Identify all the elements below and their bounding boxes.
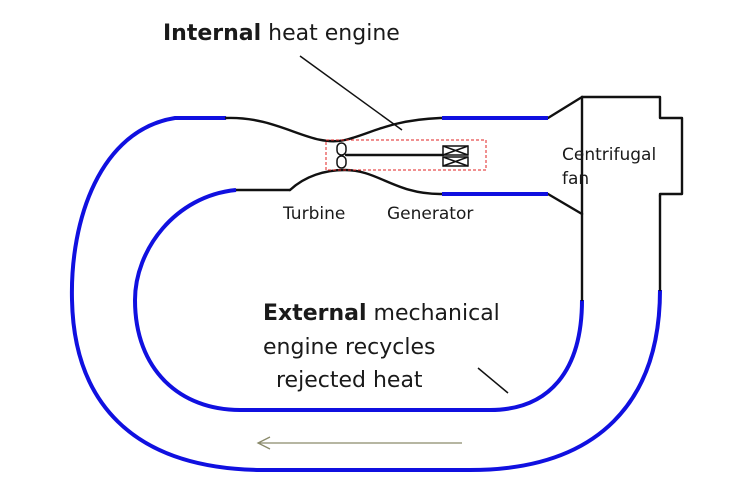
generator-label: Generator — [387, 204, 473, 224]
fan-label-line1: Centrifugal — [562, 145, 656, 165]
generator-unit — [442, 145, 469, 167]
internal-heat-engine-duct — [224, 95, 584, 216]
venturi-bottom-wall — [288, 168, 584, 216]
external-label-line2: engine recycles — [263, 335, 435, 360]
external-pointer-line — [477, 367, 509, 394]
outer-loop-blue-arc — [69, 116, 662, 472]
inner-duct-loop — [132, 188, 584, 412]
venturi-top-wall — [224, 95, 584, 143]
turbine-label: Turbine — [282, 204, 345, 224]
outer-duct-loop — [69, 116, 662, 472]
flow-direction-arrow — [256, 436, 462, 450]
title-pointer-line — [299, 55, 403, 131]
fan-housing-outline — [580, 95, 684, 198]
external-label-line1: External mechanical — [263, 301, 500, 326]
centrifugal-fan-housing — [580, 95, 684, 216]
inner-loop-blue-arc — [132, 188, 584, 412]
external-label-line3: rejected heat — [276, 368, 423, 393]
turbine-generator-highlight-box — [325, 139, 487, 171]
turbine-rotor — [336, 142, 347, 169]
diagram-title: Internal heat engine — [163, 21, 400, 46]
fan-label-line2: fan — [562, 169, 589, 189]
